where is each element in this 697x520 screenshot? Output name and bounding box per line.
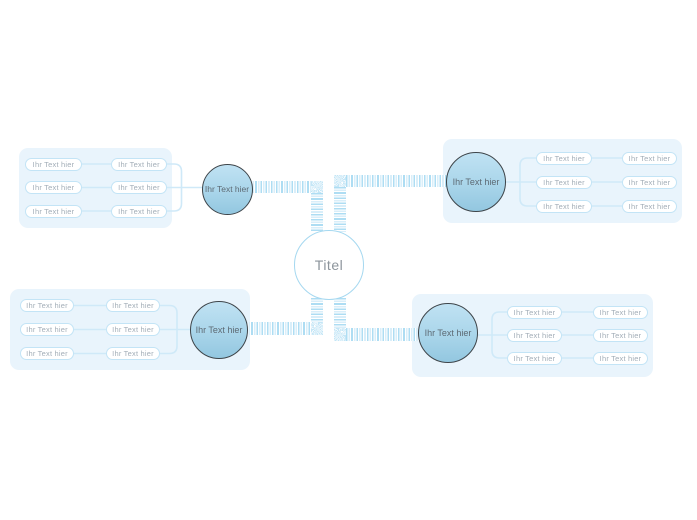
pill-node[interactable]: Ihr Text hier xyxy=(622,175,677,189)
pill-node[interactable]: Ihr Text hier xyxy=(20,347,74,360)
ribbon-bottom-left-horizontal xyxy=(246,322,311,335)
pill-node[interactable]: Ihr Text hier xyxy=(106,323,160,336)
pill-node[interactable]: Ihr Text hier xyxy=(593,328,648,342)
pill-node[interactable]: Ihr Text hier xyxy=(593,305,648,319)
ribbon-top-left-horizontal xyxy=(250,181,311,193)
pill-node[interactable]: Ihr Text hier xyxy=(111,181,167,194)
pill-node[interactable]: Ihr Text hier xyxy=(507,305,562,319)
pill-node[interactable]: Ihr Text hier xyxy=(536,151,592,165)
pill-node[interactable]: Ihr Text hier xyxy=(622,199,677,213)
pill-node[interactable]: Ihr Text hier xyxy=(106,347,160,360)
branch-circle-bottom-left[interactable]: Ihr Text hier xyxy=(190,300,248,359)
ribbon-bottom-right-corner xyxy=(334,328,346,341)
pill-node[interactable]: Ihr Text hier xyxy=(25,204,82,218)
ribbon-right-vertical-top xyxy=(334,187,346,232)
branch-circle-top-left[interactable]: Ihr Text hier xyxy=(201,163,253,215)
ribbon-bottom-right-horizontal xyxy=(346,328,419,341)
ribbon-bottom-left-corner xyxy=(311,322,323,335)
ribbon-top-right-corner xyxy=(334,175,346,187)
pill-node[interactable]: Ihr Text hier xyxy=(593,351,648,365)
pill-node[interactable]: Ihr Text hier xyxy=(536,199,592,213)
pill-node[interactable]: Ihr Text hier xyxy=(507,351,562,365)
pill-node[interactable]: Ihr Text hier xyxy=(622,151,677,165)
pill-node[interactable]: Ihr Text hier xyxy=(20,323,74,336)
pill-node[interactable]: Ihr Text hier xyxy=(20,299,74,312)
ribbon-top-right-horizontal xyxy=(346,175,447,187)
pill-node[interactable]: Ihr Text hier xyxy=(507,328,562,342)
ribbon-left-vertical-bottom xyxy=(311,298,323,322)
pill-node[interactable]: Ihr Text hier xyxy=(25,157,82,171)
pill-node[interactable]: Ihr Text hier xyxy=(111,204,167,218)
ribbon-top-left-corner xyxy=(311,181,323,193)
pill-node[interactable]: Ihr Text hier xyxy=(536,175,592,189)
ribbon-left-vertical-top xyxy=(311,193,323,232)
branch-circle-bottom-right[interactable]: Ihr Text hier xyxy=(418,303,478,363)
pill-node[interactable]: Ihr Text hier xyxy=(25,181,82,194)
pill-node[interactable]: Ihr Text hier xyxy=(111,157,167,171)
ribbon-right-vertical-bottom xyxy=(334,298,346,328)
center-topic-circle[interactable]: Titel xyxy=(294,230,364,300)
pill-node[interactable]: Ihr Text hier xyxy=(106,299,160,312)
branch-circle-top-right[interactable]: Ihr Text hier xyxy=(446,152,506,212)
